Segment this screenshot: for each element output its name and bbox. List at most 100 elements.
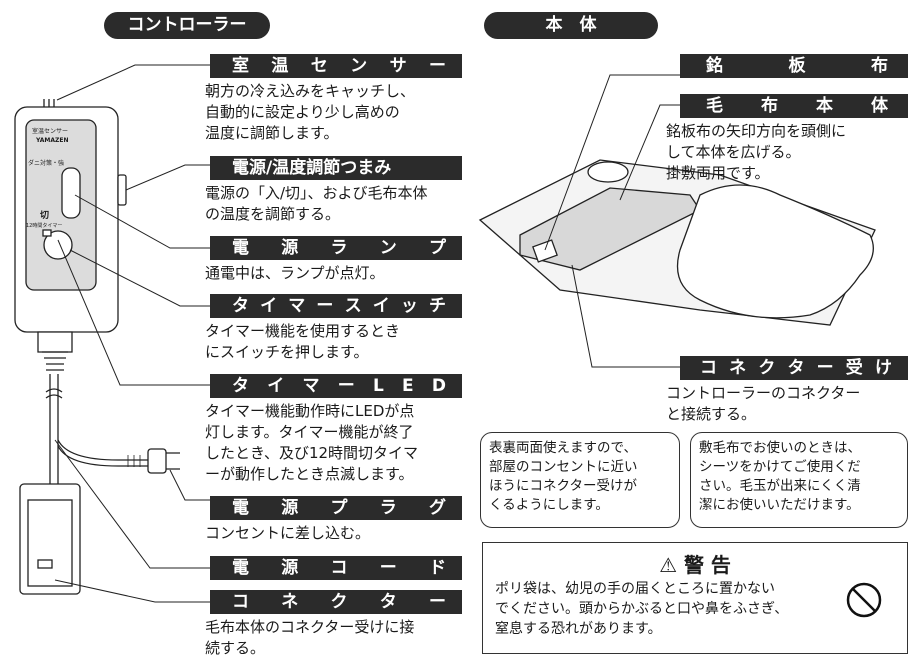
label-char: E xyxy=(402,376,414,396)
label-char: ッ xyxy=(400,296,418,316)
label-char: ン xyxy=(350,56,368,76)
note-right: 敷毛布でお使いのときは、シーツをかけてご使用ください。毛玉が出来にくく清潔にお使… xyxy=(690,432,908,528)
label-power-knob: 電源/温度調節つまみ xyxy=(210,156,462,180)
text-line: 窒息する恐れがあります。 xyxy=(495,621,662,637)
label-char: ー xyxy=(337,376,355,396)
label-char: イ xyxy=(267,376,285,396)
controller-title: コントローラー xyxy=(104,12,270,39)
label-char: ー xyxy=(429,592,446,612)
label-char: プ xyxy=(330,498,348,518)
label-char: 布 xyxy=(871,56,888,76)
label-char: タ xyxy=(787,358,805,378)
label-room-sensor: 室温センサー xyxy=(210,54,462,78)
text-line: したとき、及び12時間切タイマ xyxy=(205,444,419,462)
text-line: タイマー機能動作時にLEDが点 xyxy=(205,402,415,420)
desc-room-sensor: 朝方の冷え込みをキャッチし、自動的に設定より少し高めの温度に調節します。 xyxy=(205,81,415,144)
controller-face-timer: 12時間タイマー xyxy=(26,223,63,229)
desc-power-plug: コンセントに差し込む。 xyxy=(205,523,370,544)
text-line: 銘板布の矢印方向を頭側に xyxy=(666,122,847,140)
label-char: コ xyxy=(232,592,249,612)
label-char: イ xyxy=(372,296,390,316)
label-char: 室 xyxy=(232,56,249,76)
label-char: ー xyxy=(316,296,334,316)
label-char: 布 xyxy=(761,96,778,116)
label-char: タ xyxy=(379,592,397,612)
text-line: ポリ袋は、幼児の手の届くところに置かない xyxy=(495,581,775,597)
label-char: タ xyxy=(232,376,249,396)
text-line: ーが動作したとき点滅します。 xyxy=(205,465,414,483)
label-char: 本 xyxy=(816,96,833,116)
text-line: さい。毛玉が出来にくく清 xyxy=(699,478,861,494)
desc-power-knob: 電源の「入/切」、および毛布本体の温度を調節する。 xyxy=(205,183,428,225)
warning-triangle-icon: ⚠ xyxy=(659,553,677,577)
label-char: 源 xyxy=(281,498,299,518)
desc-blanket-body: 銘板布の矢印方向を頭側にして本体を広げる。掛敷両用です。 xyxy=(666,121,846,184)
desc-timer-led: タイマー機能動作時にLEDが点灯します。タイマー機能が終了したとき、及び12時間… xyxy=(205,401,418,485)
text-line: コントローラーのコネクター xyxy=(666,384,861,402)
warning-box: ⚠ 警 告 ポリ袋は、幼児の手の届くところに置かないでください。頭からかぶると口… xyxy=(482,542,908,654)
label-char: マ xyxy=(302,376,320,396)
label-char: 受 xyxy=(845,358,863,378)
label-char: ク xyxy=(330,592,348,612)
text-line: 自動的に設定より少し高めの xyxy=(205,103,400,121)
label-char: 電 xyxy=(232,498,249,518)
label-char: ン xyxy=(379,238,397,258)
label-char: け xyxy=(874,358,892,378)
label-char: L xyxy=(372,376,384,396)
label-char: 銘 xyxy=(706,56,723,76)
label-char: セ xyxy=(310,56,328,76)
label-timer-switch: タイマースイッチ xyxy=(210,294,462,318)
text-line: 温度に調節します。 xyxy=(205,124,339,142)
label-char: タ xyxy=(232,296,249,316)
label-power-cord: 電源コード xyxy=(210,556,462,580)
text-line: でください。頭からかぶると口や鼻をふさぎ、 xyxy=(495,601,789,617)
text-line: にスイッチを押します。 xyxy=(205,343,369,361)
text-line: 続する。 xyxy=(205,639,266,657)
controller-face-brand: YAMAZEN xyxy=(36,137,69,144)
text-line: 灯します。タイマー機能が終了 xyxy=(205,423,414,441)
label-char: ー xyxy=(379,558,397,578)
warning-text: ポリ袋は、幼児の手の届くところに置かないでください。頭からかぶると口や鼻をふさぎ… xyxy=(495,579,788,639)
text-line: 表裏両面使えますので、 xyxy=(489,440,637,456)
text-line: の温度を調節する。 xyxy=(205,205,341,223)
controller-face-sensor: 室温センサー xyxy=(32,128,69,135)
label-connector-receiver: コネクター受け xyxy=(680,356,908,380)
label-char: イ xyxy=(260,296,278,316)
text-line: コンセントに差し込む。 xyxy=(205,524,371,542)
label-power-lamp: 電源ランプ xyxy=(210,236,462,260)
text-line: ほうにコネクター受けが xyxy=(489,478,637,494)
text-line: 掛敷両用です。 xyxy=(666,164,770,182)
label-char: 電 xyxy=(232,238,249,258)
label-char: 温 xyxy=(271,56,289,76)
controller-face-tick: ダニ対策・強 xyxy=(28,160,65,167)
body-title: 本 体 xyxy=(484,12,658,39)
note-left: 表裏両面使えますので、部屋のコンセントに近いほうにコネクター受けがくるようにしま… xyxy=(480,432,680,528)
label-char: ネ xyxy=(281,592,299,612)
label-char: 体 xyxy=(871,96,888,116)
text-line: と接続する。 xyxy=(666,405,757,423)
text-line: シーツをかけてご使用くだ xyxy=(699,459,861,475)
controller-face-off: 切 xyxy=(40,211,50,221)
label-char: ク xyxy=(758,358,776,378)
label-char: ー xyxy=(816,358,834,378)
text-line: 電源の「入/切」、および毛布本体 xyxy=(205,184,428,202)
label-connector: コネクター xyxy=(210,590,462,614)
label-char: ー xyxy=(428,56,446,76)
label-char: D xyxy=(431,376,446,396)
label-char: 毛 xyxy=(706,96,723,116)
text-line: くるようにします。 xyxy=(489,497,609,513)
warning-title: ⚠ 警 告 xyxy=(659,553,731,577)
prohibition-icon xyxy=(846,582,882,618)
desc-power-lamp: 通電中は、ランプが点灯。 xyxy=(205,263,385,284)
text-line: 朝方の冷え込みをキャッチし、 xyxy=(205,82,416,100)
label-char: グ xyxy=(429,498,446,518)
label-nameplate: 銘板布 xyxy=(680,54,908,78)
label-char: 電 xyxy=(232,558,249,578)
label-char: プ xyxy=(429,238,446,258)
label-char: ド xyxy=(429,558,446,578)
label-char: ス xyxy=(344,296,362,316)
text-line: 部屋のコンセントに近い xyxy=(489,459,638,475)
text-line: 通電中は、ランプが点灯。 xyxy=(205,264,385,282)
